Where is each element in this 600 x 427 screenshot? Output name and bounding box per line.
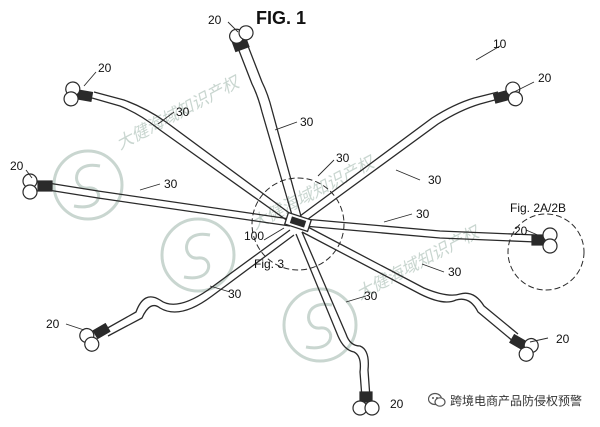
strap-label: 30 [164,177,178,191]
strap-label: 30 [336,151,350,165]
leader-lines [25,21,549,343]
detail-label-fig3: Fig. 3 [254,257,284,271]
watermark-seals [52,149,358,363]
strap-label: 30 [300,115,314,129]
strap-label: 30 [364,289,378,303]
strap-bottom [295,231,371,399]
clip-right [531,227,558,254]
strap-label: 30 [448,265,462,279]
seal-logo [52,149,124,221]
clip-lower-left [79,322,111,352]
clips [22,25,558,416]
detail-circle-fig3 [251,177,345,271]
clip-label: 20 [514,224,528,238]
strap-label: 30 [176,105,190,119]
seal-logo [160,217,236,293]
seal-logo [282,287,358,363]
strap-top [237,45,303,223]
watermark-caption: 跨境电商产品防侵权预警 [423,389,586,411]
clip-label: 20 [556,332,570,346]
figure-title: FIG. 1 [256,8,306,28]
strap-right [303,218,537,243]
strap-lower-left [103,229,295,337]
clip-top [229,25,254,53]
clip-label: 20 [98,61,112,75]
hub-label: 100 [244,229,264,243]
clip-lower-right [509,333,539,362]
strap-upper-right [299,91,503,223]
strap-upper-left [91,91,297,225]
detail-label-fig2: Fig. 2A/2B [510,201,566,215]
clip-label: 20 [538,71,552,85]
strap-label: 30 [228,287,242,301]
straps [47,45,537,399]
watermark-caption-text: 跨境电商产品防侵权预警 [449,393,582,408]
wechat-icon [427,392,446,407]
clip-bottom [352,391,380,416]
clip-label: 20 [208,13,222,27]
strap-label: 30 [416,207,430,221]
labels: FIG. 1 10 20 20 20 20 20 20 20 20 30 30 … [10,8,570,411]
ref-assembly-label: 10 [493,37,507,51]
clip-upper-right [492,81,524,107]
clip-label: 20 [390,397,404,411]
detail-circles [251,177,585,291]
strap-label: 30 [428,173,442,187]
detail-circle-fig2 [507,213,585,291]
strap-left [47,182,291,227]
hub [283,211,313,233]
clip-left [22,173,53,200]
svg-text:大健海域知识产权: 大健海域知识产权 [248,151,380,234]
clip-label: 20 [10,159,24,173]
clip-upper-left [63,81,94,107]
strap-lower-right [301,225,519,343]
clip-label: 20 [46,317,60,331]
